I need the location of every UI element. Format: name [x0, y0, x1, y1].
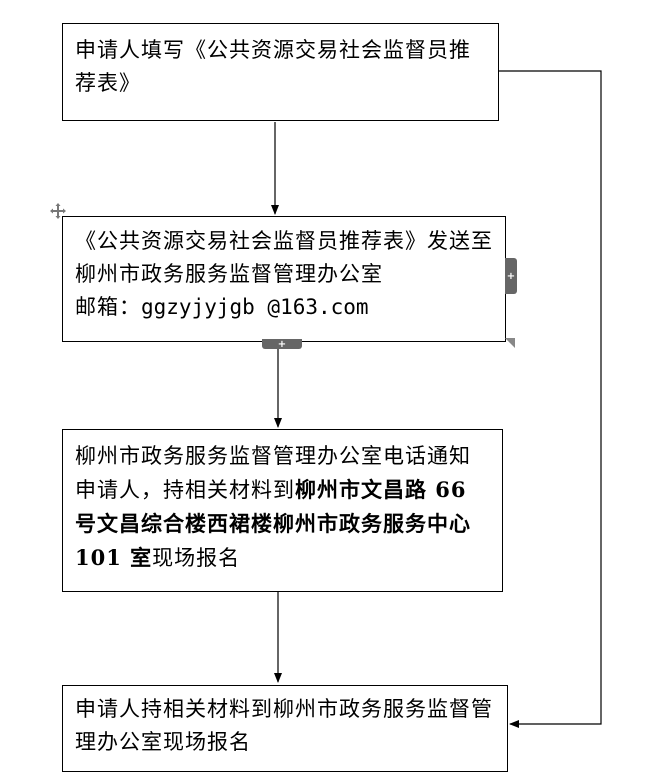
step1-text: 申请人填写《公共资源交易社会监督员推荐表》 [75, 38, 471, 95]
move-icon[interactable] [50, 203, 66, 219]
step4-text: 申请人持相关材料到柳州市政务服务监督管理办公室现场报名 [75, 697, 493, 754]
arrow-bypass-step1-step4 [498, 70, 602, 728]
flow-step-1-fill-form: 申请人填写《公共资源交易社会监督员推荐表》 [62, 23, 499, 121]
step2-text: 《公共资源交易社会监督员推荐表》发送至柳州市政务服务监督管理办公室 [75, 229, 493, 286]
step3-address: 柳州市文昌路 66 号文昌综合楼西裙楼柳州市政务服务中心 101 室 [75, 477, 471, 570]
resize-icon[interactable] [505, 338, 515, 348]
flow-step-2-send-email: 《公共资源交易社会监督员推荐表》发送至柳州市政务服务监督管理办公室 邮箱：ggz… [62, 216, 506, 342]
step2-email: ggzyjyjgb @163.com [141, 295, 369, 319]
step2-email-label: 邮箱： [75, 295, 141, 319]
bottom-plus-handle[interactable]: + [262, 339, 302, 350]
step3-text-1: 柳州市政务服务监督管理办公室电话通知申请人，持相关材料到 [75, 444, 471, 502]
flow-step-4-onsite-registration: 申请人持相关材料到柳州市政务服务监督管理办公室现场报名 [62, 685, 508, 772]
right-plus-handle[interactable]: + [505, 258, 517, 294]
flow-step-3-phone-notice: 柳州市政务服务监督管理办公室电话通知申请人，持相关材料到柳州市文昌路 66 号文… [62, 429, 503, 592]
step3-text-2: 现场报名 [152, 546, 241, 570]
